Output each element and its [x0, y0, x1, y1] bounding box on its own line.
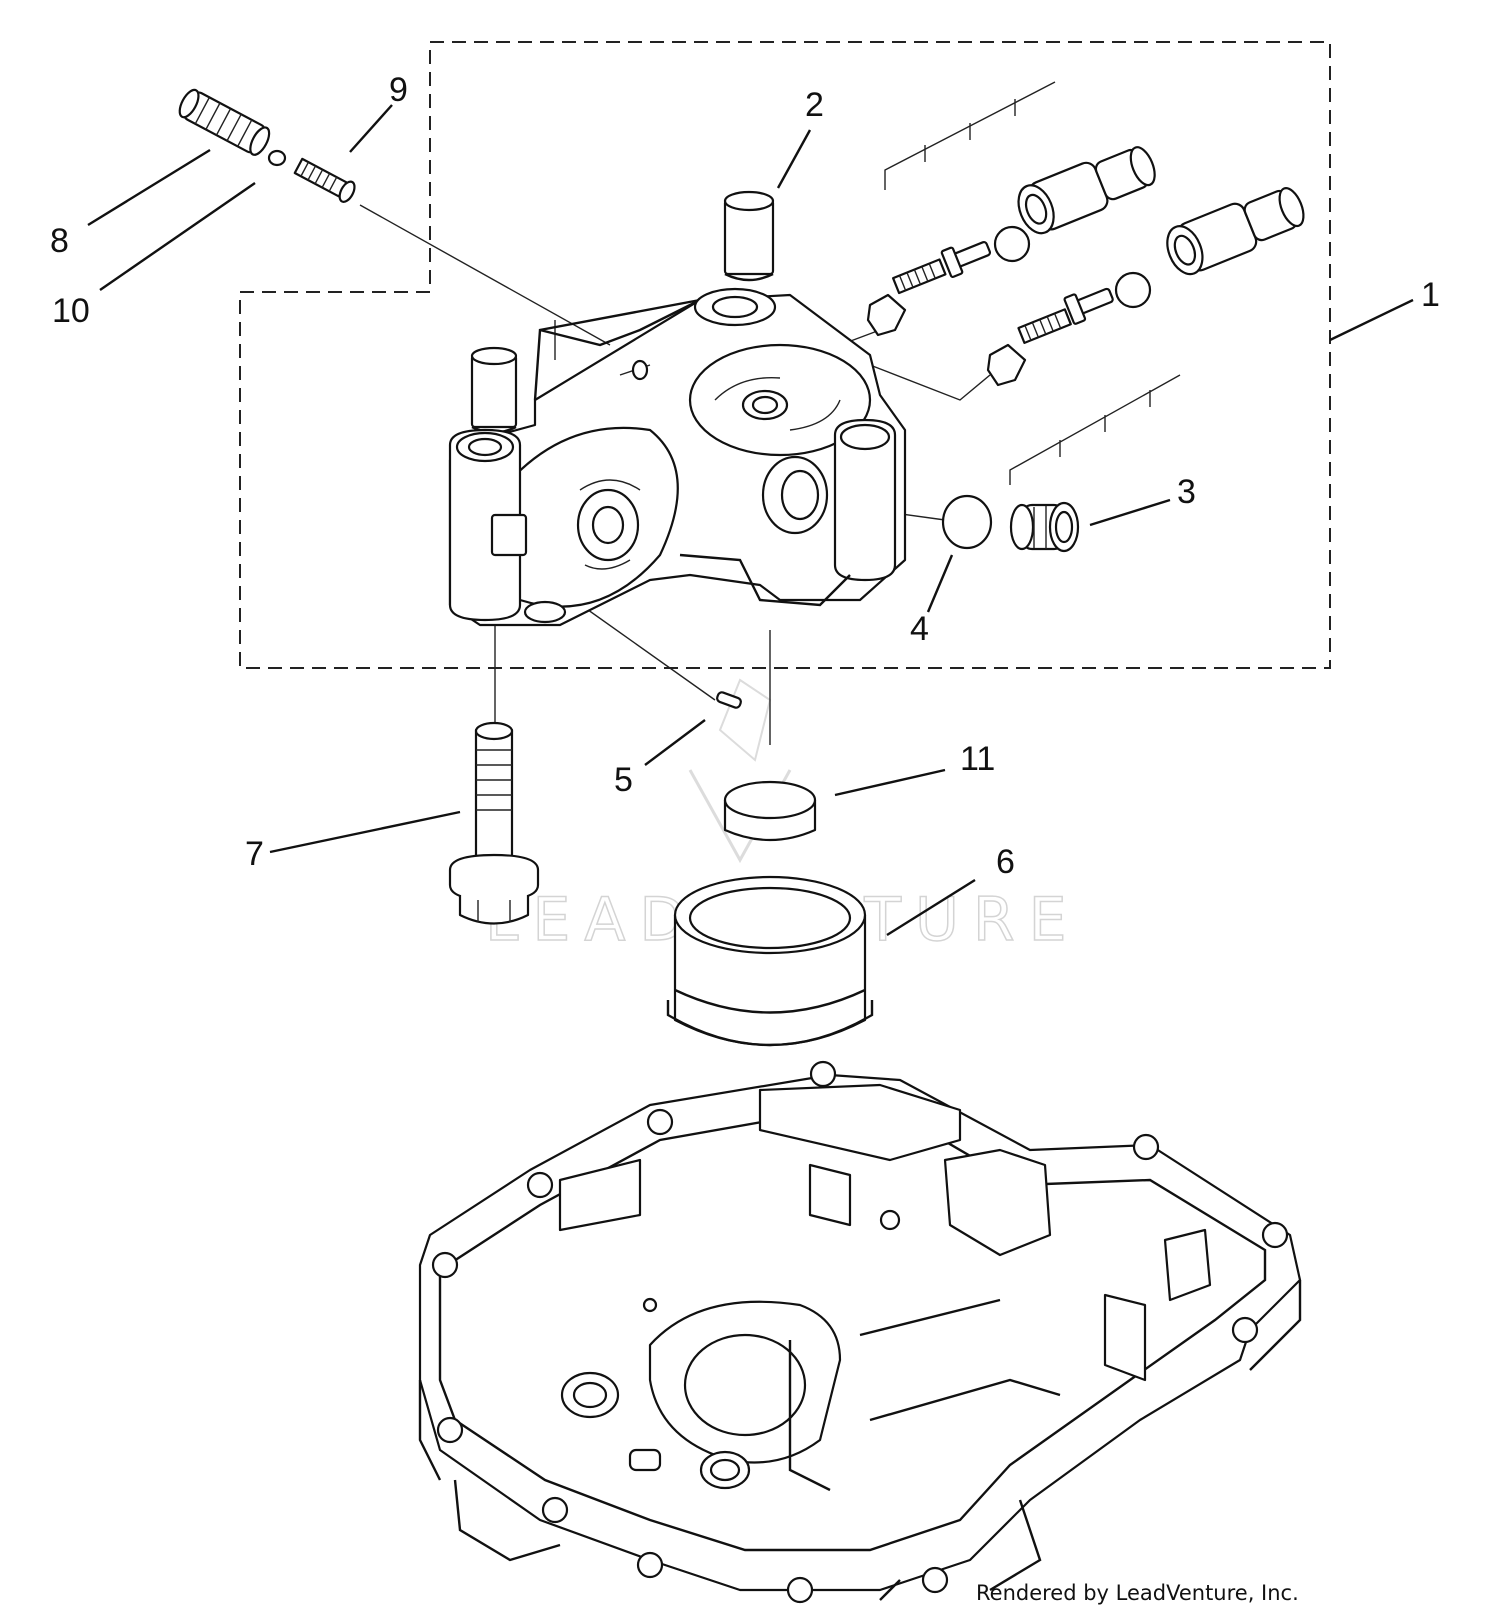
transmission-case — [418, 1060, 1302, 1604]
callout-1: 1 — [1421, 276, 1440, 314]
center-section-housing — [448, 287, 907, 627]
callout-3: 3 — [1177, 473, 1196, 511]
render-credit: Rendered by LeadVenture, Inc. — [976, 1581, 1299, 1605]
part-4-ball — [941, 494, 993, 550]
part-7-bolt — [448, 721, 540, 925]
sleeve-left — [470, 346, 518, 434]
check-valve-upper — [866, 146, 1156, 337]
callout-6: 6 — [996, 843, 1015, 881]
relief-valve-assembly — [178, 88, 356, 203]
part-6-seal — [666, 875, 874, 1047]
sleeve-upper — [723, 190, 775, 282]
callout-5: 5 — [614, 761, 633, 799]
callout-leaders — [87, 104, 1414, 937]
callout-numbers: 1 2 3 4 5 6 7 8 9 10 11 — [50, 71, 1440, 881]
callout-4: 4 — [910, 610, 929, 648]
part-5-pin — [716, 691, 742, 709]
assembly-lines — [359, 81, 1181, 745]
callout-2: 2 — [805, 86, 824, 124]
callout-7: 7 — [245, 835, 264, 873]
part-11-cap — [723, 780, 817, 842]
callout-10: 10 — [52, 292, 90, 330]
check-valve-lower — [986, 187, 1305, 387]
callout-8: 8 — [50, 222, 69, 260]
part-3-plug — [1009, 501, 1080, 553]
callout-9: 9 — [389, 71, 408, 109]
assembly-boundary — [239, 41, 1331, 669]
callout-11: 11 — [960, 740, 995, 778]
